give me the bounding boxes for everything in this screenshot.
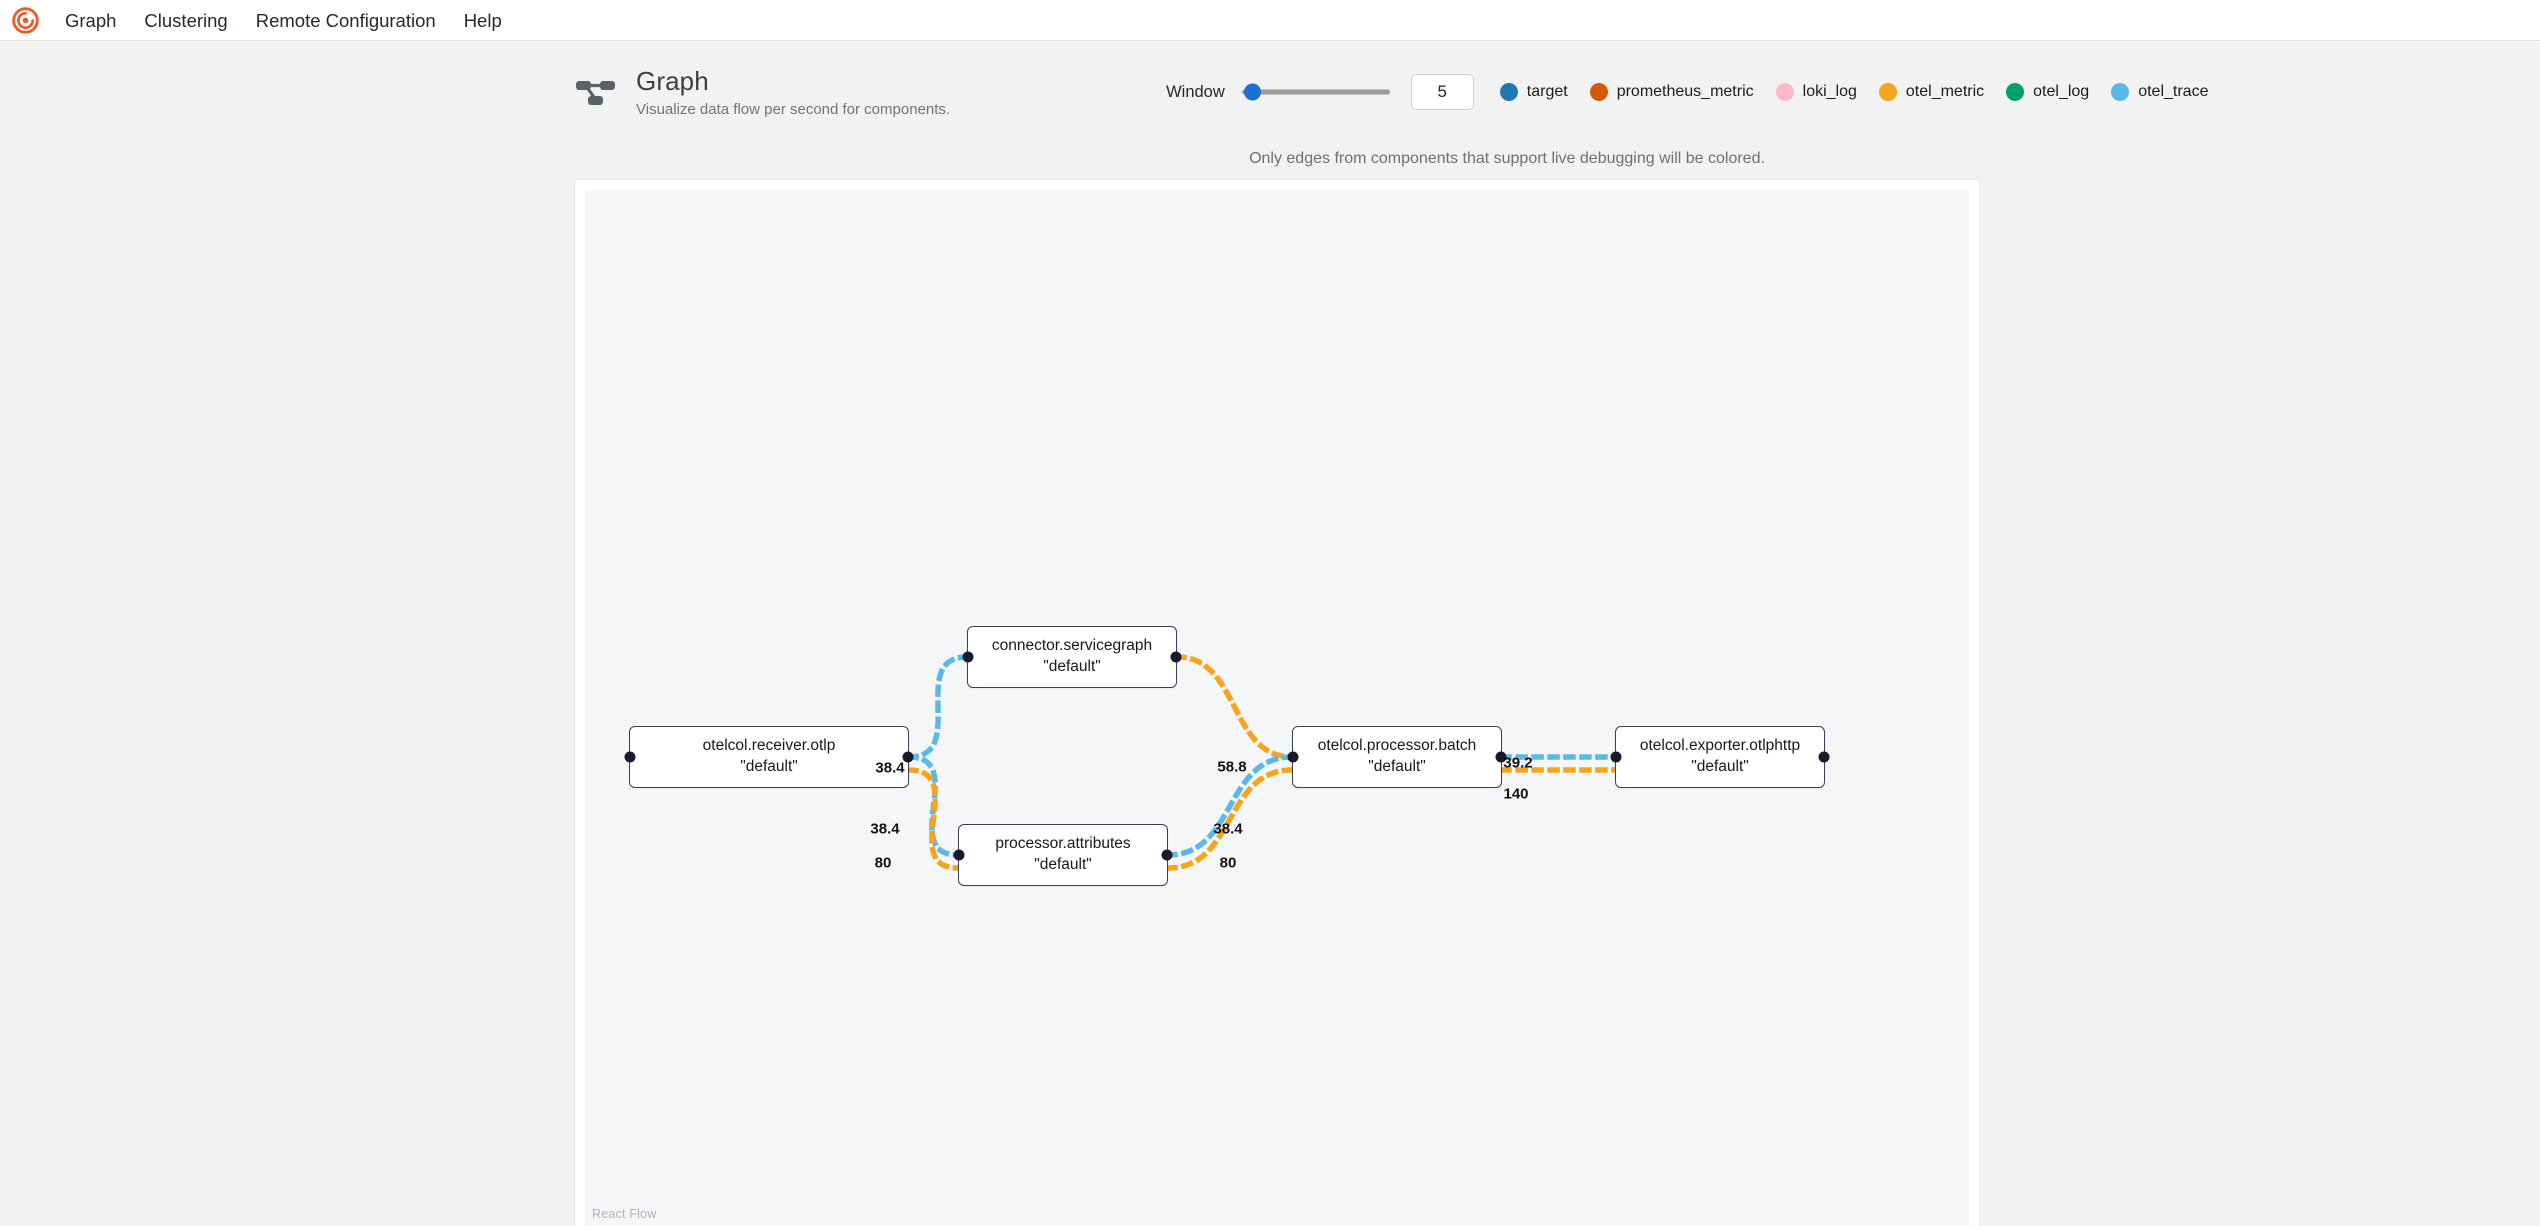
legend-item-otel-metric: otel_metric — [1878, 83, 1985, 102]
legend-dot-otel-metric — [1878, 83, 1897, 102]
nav-item-clustering[interactable]: Clustering — [144, 9, 228, 31]
window-value-input[interactable] — [1410, 74, 1474, 111]
node-handle-left[interactable] — [1287, 751, 1299, 763]
edge-label: 80 — [1219, 854, 1237, 872]
legend-item-otel-log: otel_log — [2006, 83, 2090, 102]
slider-track[interactable] — [1241, 89, 1390, 95]
window-controls: Window target prometheus_metric loki_log — [1166, 74, 2209, 111]
top-navbar: Graph Clustering Remote Configuration He… — [0, 0, 2540, 41]
legend-label-otel-log: otel_log — [2033, 83, 2090, 101]
legend-item-prometheus-metric: prometheus_metric — [1589, 83, 1754, 102]
node-handle-right[interactable] — [1161, 849, 1173, 861]
legend-dot-otel-trace — [2111, 83, 2130, 102]
page-subtitle: Visualize data flow per second for compo… — [636, 100, 951, 118]
node-handle-left[interactable] — [962, 651, 974, 663]
legend-label-target: target — [1526, 83, 1568, 101]
graph-edge-receiver-to-servicegraph — [906, 654, 970, 760]
page-body: Graph Visualize data flow per second for… — [0, 41, 2540, 1226]
page-title: Graph — [636, 66, 709, 96]
graph-edge-receiver-to-attributes — [906, 754, 961, 858]
graph-node-label: otelcol.exporter.otlphttp "default" — [1639, 737, 1801, 775]
window-slider[interactable] — [1241, 82, 1390, 102]
react-flow-canvas[interactable]: otelcol.receiver.otlp "default" connector… — [585, 189, 1969, 1226]
node-handle-right[interactable] — [1170, 651, 1182, 663]
nav-item-remote-configuration[interactable]: Remote Configuration — [255, 9, 436, 31]
graph-node-attributes[interactable]: processor.attributes "default" — [953, 823, 1173, 886]
graph-nodes-icon — [574, 70, 618, 114]
graph-node-receiver[interactable]: otelcol.receiver.otlp "default" — [624, 725, 914, 788]
legend-dot-otel-log — [2006, 83, 2025, 102]
legend-item-target: target — [1499, 83, 1568, 102]
debug-note: Only edges from components that support … — [1249, 149, 1765, 167]
edge-label: 38.4 — [870, 820, 900, 838]
node-handle-left[interactable] — [1610, 751, 1622, 763]
legend-label-loki-log: loki_log — [1802, 83, 1857, 101]
graph-card: otelcol.receiver.otlp "default" connector… — [574, 178, 1980, 1226]
edge-label: 140 — [1503, 785, 1529, 803]
graph-edge-receiver-to-attributes — [906, 767, 961, 871]
graph-node-label: otelcol.receiver.otlp "default" — [702, 737, 836, 775]
node-handle-right[interactable] — [902, 751, 914, 763]
legend-dot-target — [1499, 83, 1518, 102]
graph-node-label: connector.servicegraph "default" — [991, 637, 1153, 675]
legend-label-prometheus-metric: prometheus_metric — [1616, 83, 1754, 101]
legend-dot-loki-log — [1775, 83, 1794, 102]
page-header: Graph Visualize data flow per second for… — [574, 41, 2440, 128]
grafana-alloy-logo[interactable] — [10, 5, 40, 35]
graph-edge-attributes-to-batch — [1165, 767, 1295, 871]
title-block: Graph Visualize data flow per second for… — [574, 66, 951, 118]
graph-node-label: processor.attributes "default" — [995, 835, 1131, 873]
legend-item-otel-trace: otel_trace — [2111, 83, 2209, 102]
edge-label: 39.2 — [1503, 754, 1533, 772]
window-label: Window — [1166, 82, 1225, 101]
graph-edges — [906, 654, 1618, 871]
node-handle-left[interactable] — [953, 849, 965, 861]
legend-dot-prometheus-metric — [1589, 83, 1608, 102]
graph-node-exporter[interactable]: otelcol.exporter.otlphttp "default" — [1610, 725, 1830, 788]
edge-label: 58.8 — [1217, 758, 1247, 776]
graph-node-batch[interactable]: otelcol.processor.batch "default" — [1287, 725, 1507, 788]
react-flow-attribution[interactable]: React Flow — [592, 1206, 657, 1221]
slider-thumb[interactable] — [1244, 83, 1262, 101]
graph-node-servicegraph[interactable]: connector.servicegraph "default" — [962, 625, 1182, 688]
nav-item-graph[interactable]: Graph — [65, 9, 117, 31]
edge-color-legend: target prometheus_metric loki_log otel_m… — [1499, 83, 2209, 102]
edge-label: 38.4 — [1213, 820, 1243, 838]
edge-label: 80 — [874, 854, 892, 872]
edge-label: 38.4 — [875, 759, 905, 777]
graph-edge-servicegraph-to-batch — [1174, 654, 1295, 760]
legend-label-otel-trace: otel_trace — [2138, 83, 2209, 101]
legend-item-loki-log: loki_log — [1775, 83, 1857, 102]
legend-label-otel-metric: otel_metric — [1905, 83, 1985, 101]
nav-item-help[interactable]: Help — [463, 9, 502, 31]
graph-node-label: otelcol.processor.batch "default" — [1317, 737, 1477, 775]
node-handle-right[interactable] — [1495, 751, 1507, 763]
node-handle-left[interactable] — [624, 751, 636, 763]
node-handle-right[interactable] — [1818, 751, 1830, 763]
